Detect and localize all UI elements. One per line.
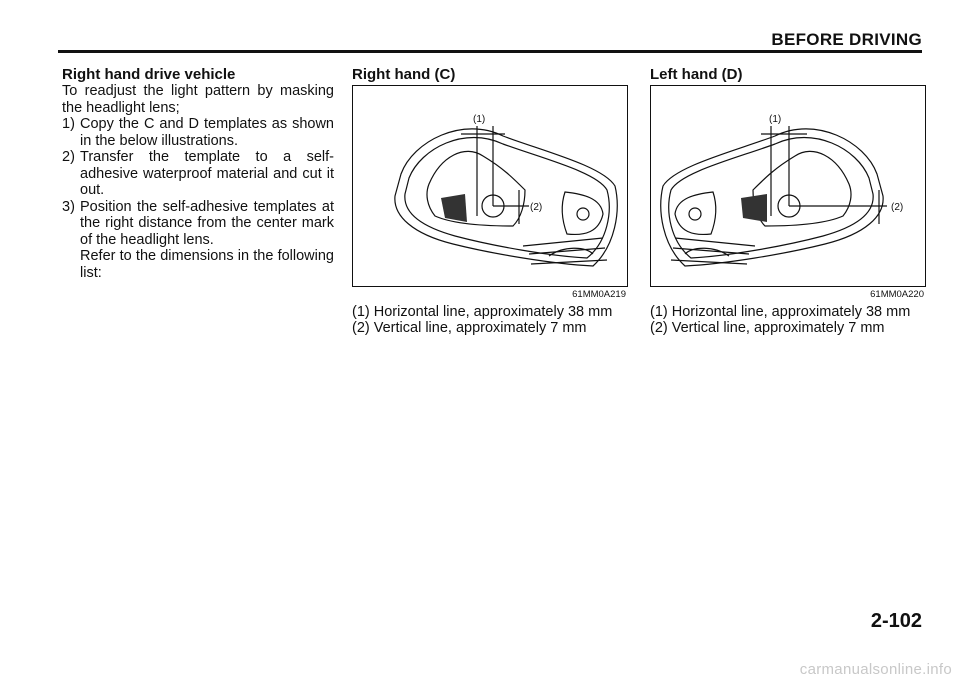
reflector-left: [674, 191, 717, 236]
label-1: (1): [769, 114, 781, 125]
lower-strip: [522, 237, 608, 265]
lens-outline: [660, 128, 884, 267]
label-2: (2): [891, 202, 903, 213]
step-text: Copy the C and D templates as shown in t…: [80, 116, 334, 149]
step-number: 1): [62, 116, 75, 132]
projector-housing: [426, 150, 526, 227]
lens-inner-outline: [668, 136, 874, 259]
header-rule: [58, 50, 922, 53]
mask-template-shape: [441, 194, 467, 222]
lower-indicator: [684, 247, 730, 257]
page-number: 2-102: [870, 610, 922, 632]
watermark: carmanualsonline.info: [799, 661, 952, 678]
steps-list: 1) Copy the C and D templates as shown i…: [62, 116, 334, 281]
figure-code: 61MM0A220: [870, 289, 924, 300]
figure-code: 61MM0A219: [572, 289, 626, 300]
label-2: (2): [530, 202, 542, 213]
lens-inner-outline: [404, 136, 610, 259]
lower-strip: [670, 237, 756, 265]
mask-template-shape: [741, 194, 767, 222]
caption-line-2: (2) Vertical line, approximately 7 mm: [352, 320, 587, 336]
label-1: (1): [473, 114, 485, 125]
figure-caption: (1) Horizontal line, approximately 38 mm…: [352, 304, 628, 336]
step-text: Transfer the template to a self-adhesive…: [80, 149, 334, 198]
instructions-heading: Right hand drive vehicle: [62, 66, 236, 83]
step-text: Position the self-adhesive templates at …: [80, 198, 334, 248]
step-item: 3) Position the self-adhesive templates …: [62, 199, 334, 282]
figure-title: Left hand (D): [650, 66, 743, 83]
caption-line-1: (1) Horizontal line, approximately 38 mm: [650, 304, 911, 320]
figure-frame: (1) (2): [650, 85, 926, 287]
instructions-intro: To readjust the light pattern by masking…: [62, 83, 334, 116]
section-title: BEFORE DRIVING: [771, 30, 922, 49]
lens-outline: [394, 128, 618, 267]
instructions-column: Right hand drive vehicle To readjust the…: [62, 66, 334, 281]
lower-indicator: [548, 247, 594, 257]
caption-line-2: (2) Vertical line, approximately 7 mm: [650, 320, 885, 336]
reflector-right: [561, 191, 604, 236]
step-number: 2): [62, 149, 75, 165]
figure-caption: (1) Horizontal line, approximately 38 mm…: [650, 304, 926, 336]
projector-housing: [752, 150, 852, 227]
position-lamp: [576, 207, 590, 221]
position-lamp: [688, 207, 702, 221]
headlight-right-illustration: (1) (2): [394, 114, 618, 267]
step-number: 3): [62, 198, 75, 215]
step-item: 2) Transfer the template to a self-adhes…: [62, 149, 334, 199]
figure-left-hand: Left hand (D) (1) (2) 61MM0A220: [650, 66, 926, 336]
figure-frame: (1) (2): [352, 85, 628, 287]
step-item: 1) Copy the C and D templates as shown i…: [62, 116, 334, 149]
headlight-left-illustration: (1) (2): [660, 114, 903, 267]
figure-title: Right hand (C): [352, 66, 456, 83]
step-extra-text: Refer to the dimensions in the following…: [80, 248, 334, 281]
caption-line-1: (1) Horizontal line, approximately 38 mm: [352, 304, 613, 320]
figure-right-hand: Right hand (C): [352, 66, 628, 336]
